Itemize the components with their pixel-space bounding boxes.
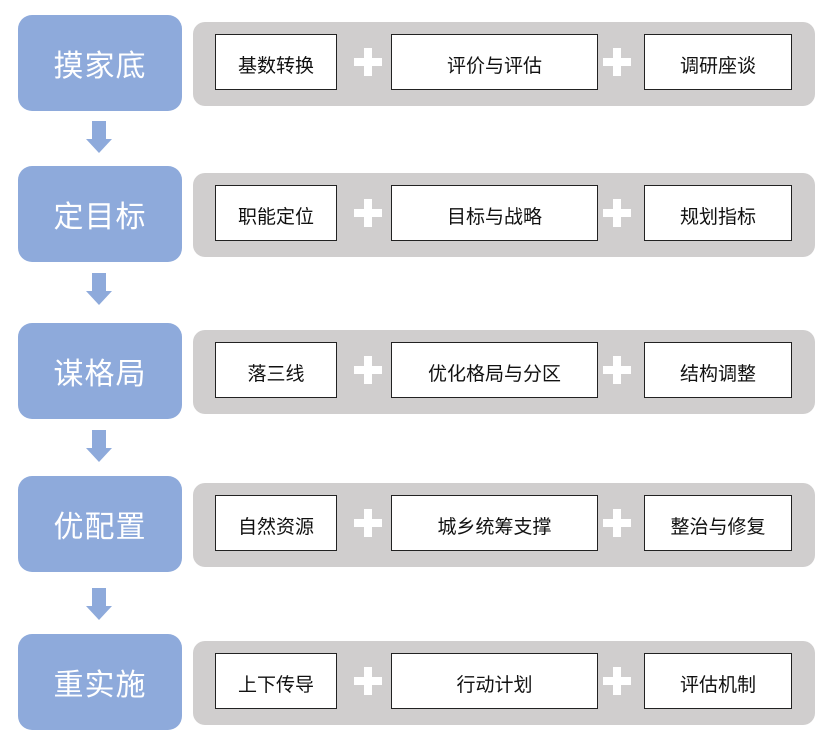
stage-panel-5: 上下传导 行动计划 评估机制	[193, 641, 815, 725]
stage-5-item-3: 评估机制	[644, 653, 792, 709]
stage-5-item-2: 行动计划	[391, 653, 598, 709]
stage-4-item-2: 城乡统筹支撑	[391, 495, 598, 551]
down-arrow-icon	[86, 121, 112, 155]
down-arrow-icon	[86, 588, 112, 622]
plus-icon	[603, 667, 631, 695]
plus-icon	[603, 356, 631, 384]
stage-panel-1: 基数转换 评价与评估 调研座谈	[193, 22, 815, 106]
stage-box-5: 重实施	[18, 634, 182, 730]
stage-3-item-2: 优化格局与分区	[391, 342, 598, 398]
stage-panel-3: 落三线 优化格局与分区 结构调整	[193, 330, 815, 414]
stage-1-item-3: 调研座谈	[644, 34, 792, 90]
stage-3-item-1: 落三线	[215, 342, 337, 398]
plus-icon	[603, 199, 631, 227]
stage-panel-4: 自然资源 城乡统筹支撑 整治与修复	[193, 483, 815, 567]
plus-icon	[354, 356, 382, 384]
stage-box-1: 摸家底	[18, 15, 182, 111]
down-arrow-icon	[86, 430, 112, 464]
stage-2-item-1: 职能定位	[215, 185, 337, 241]
plus-icon	[354, 199, 382, 227]
stage-4-item-3: 整治与修复	[644, 495, 792, 551]
down-arrow-icon	[86, 273, 112, 307]
stage-4-item-1: 自然资源	[215, 495, 337, 551]
stage-1-item-1: 基数转换	[215, 34, 337, 90]
plus-icon	[354, 48, 382, 76]
stage-box-2: 定目标	[18, 166, 182, 262]
stage-3-item-3: 结构调整	[644, 342, 792, 398]
plus-icon	[354, 509, 382, 537]
plus-icon	[603, 509, 631, 537]
stage-box-4: 优配置	[18, 476, 182, 572]
stage-2-item-3: 规划指标	[644, 185, 792, 241]
stage-2-item-2: 目标与战略	[391, 185, 598, 241]
stage-box-3: 谋格局	[18, 323, 182, 419]
plus-icon	[603, 48, 631, 76]
stage-1-item-2: 评价与评估	[391, 34, 598, 90]
plus-icon	[354, 667, 382, 695]
stage-5-item-1: 上下传导	[215, 653, 337, 709]
stage-panel-2: 职能定位 目标与战略 规划指标	[193, 173, 815, 257]
